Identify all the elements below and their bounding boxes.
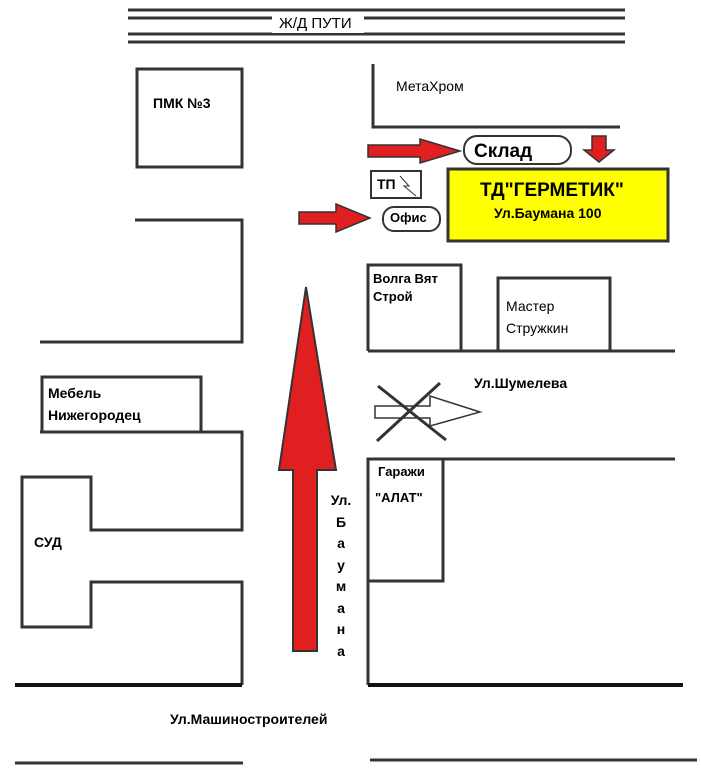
- baumana-char: м: [335, 578, 347, 594]
- baumana-char: а: [337, 599, 345, 616]
- label-shumeleva: Ул.Шумелева: [474, 375, 568, 391]
- arrow-to-ofis: [298, 202, 372, 234]
- label-master-2: Стружкин: [506, 320, 569, 336]
- crossed-arrow-icon: [374, 381, 483, 443]
- label-mashinostroitelei: Ул.Машиностроителей: [170, 711, 328, 727]
- label-company-address: Ул.Баумана 100: [494, 205, 602, 221]
- label-ofis: Офис: [390, 210, 427, 225]
- block-left-lower: [20, 430, 244, 685]
- building-volga: [366, 263, 463, 351]
- arrow-up-baumana: [277, 286, 338, 652]
- label-pmk: ПМК №3: [153, 95, 211, 111]
- label-sklad: Склад: [474, 141, 533, 162]
- building-pmk: [135, 67, 244, 169]
- block-left-upper: [40, 218, 244, 344]
- label-baumana-vertical: Ул. Б а у м а н а: [329, 490, 353, 662]
- label-railway: Ж/Д ПУТИ: [279, 15, 352, 32]
- building-mebel: [40, 375, 203, 432]
- baumana-char: а: [337, 535, 345, 551]
- company-box: [446, 167, 670, 243]
- sklad-box: [463, 135, 572, 165]
- baumana-char: а: [337, 642, 345, 659]
- ofis-box: [382, 206, 441, 232]
- arrow-down-to-company: [581, 135, 617, 163]
- building-metachrom: [371, 64, 620, 129]
- label-master-1: Мастер: [506, 298, 555, 314]
- label-garazhi-2: "АЛАТ": [375, 490, 423, 505]
- railway-tracks: [128, 8, 625, 44]
- label-volga-2: Строй: [373, 289, 413, 304]
- lightning-icon: [399, 175, 417, 197]
- arrow-to-sklad: [367, 137, 463, 165]
- railway-label-bg: [272, 15, 364, 33]
- label-tp: ТП: [377, 176, 396, 192]
- baumana-char: у: [337, 556, 345, 573]
- label-mebel-1: Мебель: [48, 385, 102, 401]
- baumana-char: н: [336, 621, 346, 637]
- label-mebel-2: Нижегородец: [48, 407, 141, 423]
- baumana-char: Б: [335, 513, 347, 530]
- label-volga-1: Волга Вят: [373, 271, 438, 286]
- building-garazhi: [368, 457, 445, 583]
- label-metachrom: МетаХром: [396, 78, 464, 94]
- label-sud: СУД: [34, 534, 62, 550]
- building-master: [496, 276, 612, 351]
- baumana-char: Ул.: [330, 492, 352, 508]
- label-garazhi-1: Гаражи: [378, 464, 425, 479]
- label-company-name: ТД"ГЕРМЕТИК": [480, 180, 624, 201]
